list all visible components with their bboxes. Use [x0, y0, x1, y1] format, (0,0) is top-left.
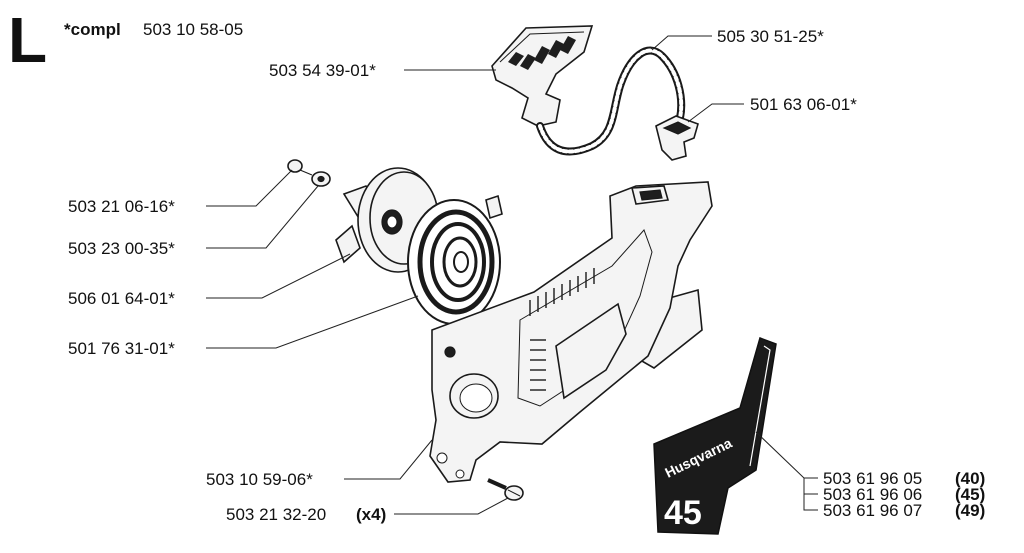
label-washer: 503 23 00-35*: [68, 239, 175, 258]
decal-model-text: 45: [664, 494, 702, 532]
label-decal-49-model: (49): [955, 501, 985, 520]
label-starter-cord: 505 30 51-25*: [717, 27, 824, 46]
screw-washer-illustration: [287, 159, 331, 187]
decal-illustration: Husqvarna 45: [653, 337, 777, 535]
label-starter-housing: 503 10 59-06*: [206, 470, 313, 489]
label-decal-49: 503 61 96 07: [823, 501, 922, 520]
starter-cord-illustration: [536, 46, 686, 156]
label-pulley: 506 01 64-01*: [68, 289, 175, 308]
section-letter: L: [8, 4, 47, 76]
label-housing-screw: 503 21 32-20: [226, 505, 326, 524]
label-screw: 503 21 06-16*: [68, 197, 175, 216]
starter-housing-illustration: [429, 181, 713, 483]
label-decal-45-model: (45): [955, 485, 985, 504]
leader-lines: [206, 35, 818, 515]
label-housing-screw-qty: (x4): [356, 505, 386, 524]
label-cord-grommet: 501 63 06-01*: [750, 95, 857, 114]
label-recoil-spring: 501 76 31-01*: [68, 339, 175, 358]
compl-number: 503 10 58-05: [143, 20, 243, 39]
part-labels: 503 54 39-01* 505 30 51-25* 501 63 06-01…: [68, 27, 985, 524]
label-decal-45: 503 61 96 06: [823, 485, 922, 504]
compl-prefix: *compl: [64, 20, 121, 39]
label-decal-40-model: (40): [955, 469, 985, 488]
cord-grommet-illustration: [655, 115, 699, 161]
housing-screw-illustration: [487, 478, 524, 501]
label-decal-40: 503 61 96 05: [823, 469, 922, 488]
starter-handle-illustration: [491, 25, 594, 127]
label-starter-handle: 503 54 39-01*: [269, 61, 376, 80]
